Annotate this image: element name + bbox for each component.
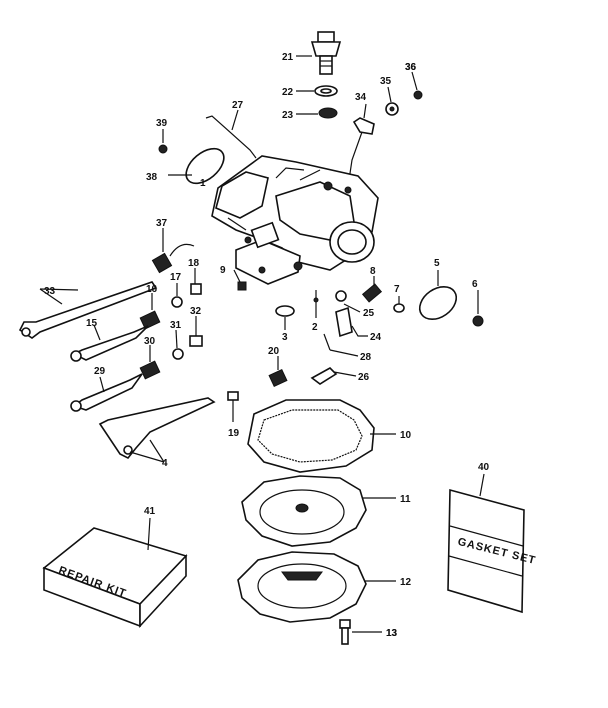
part-38-plate [168,147,225,185]
part-12-plate [237,551,396,623]
callout-41: 41 [144,506,156,517]
callout-36b: 36 [405,62,417,73]
callout-4: 4 [162,458,168,469]
callout-7: 7 [394,284,400,295]
callout-20: 20 [268,346,280,357]
part-13-screw [339,619,382,645]
callout-31: 31 [170,320,182,331]
callout-12: 12 [400,577,412,588]
part-41-repair-kit [42,517,188,629]
callout-1: 1 [200,178,206,189]
part-24-needle-valve [335,306,368,338]
callout-17: 17 [170,272,182,283]
callout-21: 21 [282,52,294,63]
carburetor-body [211,155,379,285]
part-18-cap [190,268,202,295]
part-37-spring [151,228,195,274]
callout-33: 33 [44,286,56,297]
part-9-screw [233,269,247,291]
callout-3: 3 [282,332,288,343]
callout-30: 30 [144,336,156,347]
callout-32: 32 [190,306,202,317]
part-6-screw [472,290,484,327]
callout-8: 8 [370,266,376,277]
part-3-disc [275,305,295,330]
part-39-screw [158,129,168,154]
callout-13: 13 [386,628,398,639]
part-19-screw [227,391,239,422]
callout-39: 39 [156,118,168,129]
callout-11: 11 [400,494,411,505]
callout-29: 29 [94,366,106,377]
callout-28: 28 [360,352,372,363]
part-7-cap [393,296,405,313]
part-20-spring [268,356,288,388]
part-31-washer [172,329,184,360]
callout-26: 26 [358,372,370,383]
part-16-spring [139,293,161,330]
callout-22: 22 [282,87,294,98]
callout-9: 9 [220,265,226,276]
part-29-needle [70,373,143,412]
part-5-plate [418,270,458,321]
part-33-shaft [18,281,158,339]
part-25-spring [335,290,361,313]
callout-27: 27 [232,100,244,111]
part-32-cap [189,316,203,347]
part-36-screw [411,71,423,100]
callout-16: 16 [146,284,158,295]
part-40-gasket-set [447,473,525,614]
callout-35: 35 [380,76,392,87]
callout-10: 10 [400,430,412,441]
callout-13b: 13 [386,628,398,639]
callout-38: 38 [146,172,158,183]
part-27-rod [205,109,257,159]
part-11-diaphragm [241,475,396,547]
part-23-screen [296,107,338,119]
part-22-washer [296,85,338,97]
callout-2: 2 [312,322,318,333]
part-34-bracket [345,103,375,201]
part-2-pin [313,290,319,318]
callout-15: 15 [86,318,98,329]
part-8-spring [361,276,383,303]
part-21-fitting [296,31,342,75]
callout-23: 23 [282,110,294,121]
callout-37: 37 [156,218,168,229]
callout-36: 36 [405,62,417,73]
part-15-needle [70,324,149,362]
callout-25: 25 [363,308,375,319]
callout-19: 19 [228,428,240,439]
callout-40: 40 [478,462,490,473]
part-30-spring [139,345,161,380]
callout-6: 6 [472,279,478,290]
part-28-lever [323,333,359,357]
callout-18: 18 [188,258,200,269]
callout-5: 5 [434,258,440,269]
part-17-washer [171,283,183,308]
part-26-lever [310,367,357,385]
part-10-gasket [247,399,396,473]
callout-24: 24 [370,332,382,343]
part-4-lever [98,397,216,463]
callout-34: 34 [355,92,367,103]
part-35-nut [385,86,399,116]
